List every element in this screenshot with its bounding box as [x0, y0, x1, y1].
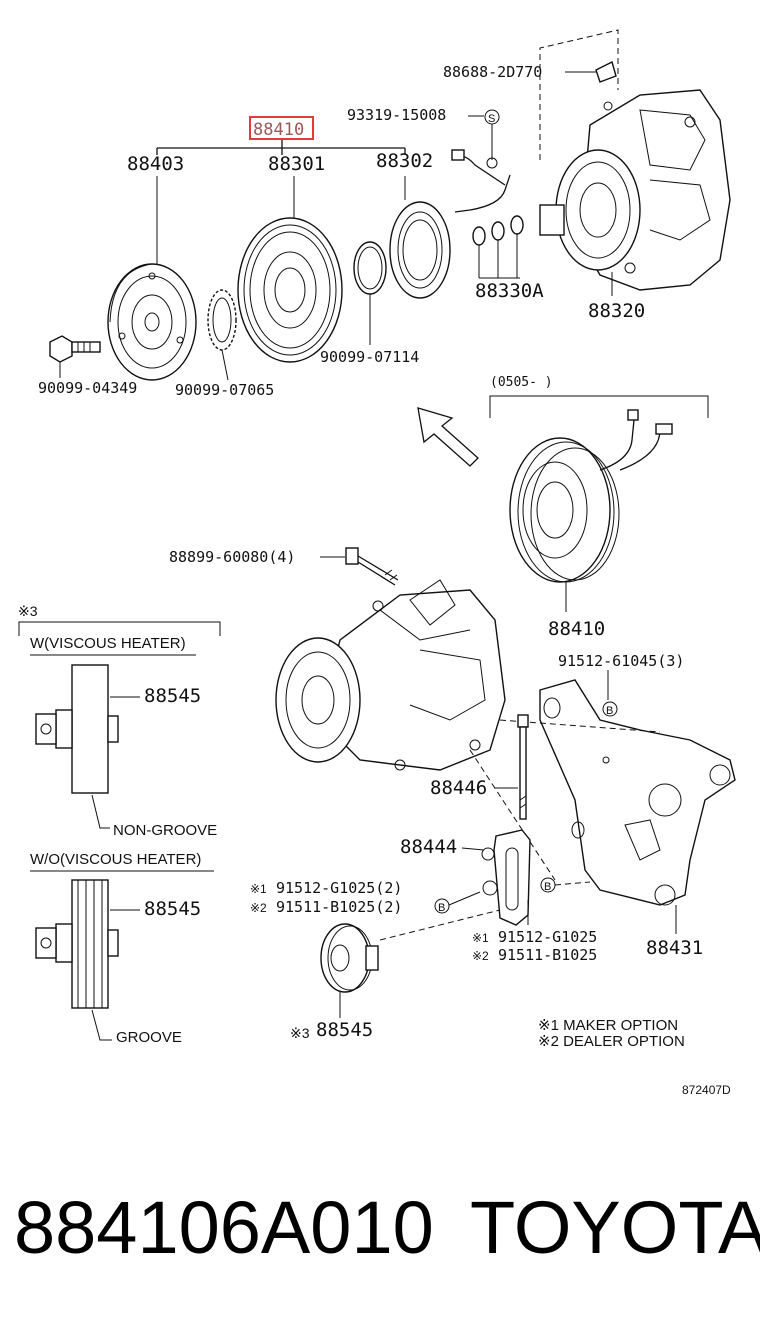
assembly-label-88410[interactable]: 88410 — [253, 120, 304, 140]
groove-label: GROOVE — [116, 1029, 182, 1046]
b-circle-label-2: B — [438, 902, 445, 914]
label-88302[interactable]: 88302 — [376, 150, 433, 172]
clutch-hub-88403[interactable] — [107, 263, 197, 381]
label-88899[interactable]: 88899-60080(4) — [169, 548, 295, 566]
maker-option-note: ※1 MAKER OPTION — [538, 1017, 678, 1034]
pulley-88301[interactable] — [237, 217, 343, 363]
label-88410-lower[interactable]: 88410 — [548, 618, 605, 640]
label-88545-b[interactable]: 88545 — [144, 898, 201, 920]
bolt-90099-04349[interactable] — [49, 335, 101, 363]
mark1-left: ※1 — [250, 882, 267, 896]
b-circle-marker-1 — [602, 701, 618, 717]
date-range-label: (0505- ) — [490, 375, 553, 390]
footer-part-number: 884106A010 — [14, 1186, 434, 1269]
bolt-88446[interactable] — [517, 714, 529, 820]
note3-mark: ※3 — [18, 603, 38, 619]
label-88301[interactable]: 88301 — [268, 153, 325, 175]
bolt-88899[interactable] — [345, 547, 399, 586]
b-circle-marker-3 — [540, 877, 556, 893]
compressor-88320[interactable] — [539, 29, 731, 291]
label-88403[interactable]: 88403 — [127, 153, 184, 175]
mark1-right: ※1 — [472, 931, 489, 945]
label-88320[interactable]: 88320 — [588, 300, 645, 322]
label-88330A[interactable]: 88330A — [475, 280, 544, 302]
label-91512-G1025-2[interactable]: 91512-G1025(2) — [276, 879, 402, 897]
b-circle-label-1: B — [606, 705, 613, 717]
label-90099-07114[interactable]: 90099-07114 — [320, 348, 419, 366]
mark2-right: ※2 — [472, 949, 489, 963]
clutch-assembly-88410[interactable] — [509, 409, 673, 583]
label-88431[interactable]: 88431 — [646, 937, 703, 959]
w-viscous-heater-label: W(VISCOUS HEATER) — [30, 635, 186, 652]
pulley-non-groove[interactable] — [35, 664, 119, 794]
label-88545-a[interactable]: 88545 — [144, 685, 201, 707]
pulley-groove[interactable] — [35, 879, 119, 1009]
snap-ring-90099-07114[interactable] — [353, 241, 387, 295]
label-88444[interactable]: 88444 — [400, 836, 457, 858]
footer-brand: TOYOTA — [470, 1186, 760, 1269]
compressor-main[interactable] — [275, 579, 506, 771]
label-91512-61045[interactable]: 91512-61045(3) — [558, 652, 684, 670]
label-91511-B1025-2[interactable]: 91511-B1025(2) — [276, 898, 402, 916]
highlight-box — [249, 116, 314, 140]
label-91511-B1025[interactable]: 91511-B1025 — [498, 946, 597, 964]
stator-coil-88302[interactable] — [389, 149, 511, 299]
non-groove-label: NON-GROOVE — [113, 822, 217, 839]
shim-90099-07065[interactable] — [207, 289, 237, 351]
label-90099-04349[interactable]: 90099-04349 — [38, 379, 137, 397]
idler-pulley-88545[interactable] — [320, 923, 379, 993]
adjuster-88444[interactable] — [481, 829, 531, 926]
direction-arrow — [417, 407, 479, 467]
label-88688[interactable]: 88688-2D770 — [443, 63, 542, 81]
label-88545-c[interactable]: 88545 — [316, 1019, 373, 1041]
label-88446[interactable]: 88446 — [430, 777, 487, 799]
dealer-option-note: ※2 DEALER OPTION — [538, 1033, 685, 1050]
note3-prefix: ※3 — [290, 1025, 310, 1041]
b-circle-label-3: B — [544, 881, 551, 893]
label-91512-G1025[interactable]: 91512-G1025 — [498, 928, 597, 946]
bracket-88431[interactable] — [539, 679, 736, 906]
label-93319[interactable]: 93319-15008 — [347, 106, 446, 124]
drawing-number: 872407D — [682, 1083, 731, 1097]
b-circle-marker-2 — [434, 898, 450, 914]
assembly-bracket — [156, 138, 406, 155]
s-circle-label: S — [488, 113, 495, 125]
wo-viscous-heater-label: W/O(VISCOUS HEATER) — [30, 851, 201, 868]
footer: 884106A010 TOYOTA — [0, 1185, 760, 1295]
label-90099-07065[interactable]: 90099-07065 — [175, 381, 274, 399]
washers-88330A[interactable] — [472, 215, 524, 279]
mark2-left: ※2 — [250, 901, 267, 915]
